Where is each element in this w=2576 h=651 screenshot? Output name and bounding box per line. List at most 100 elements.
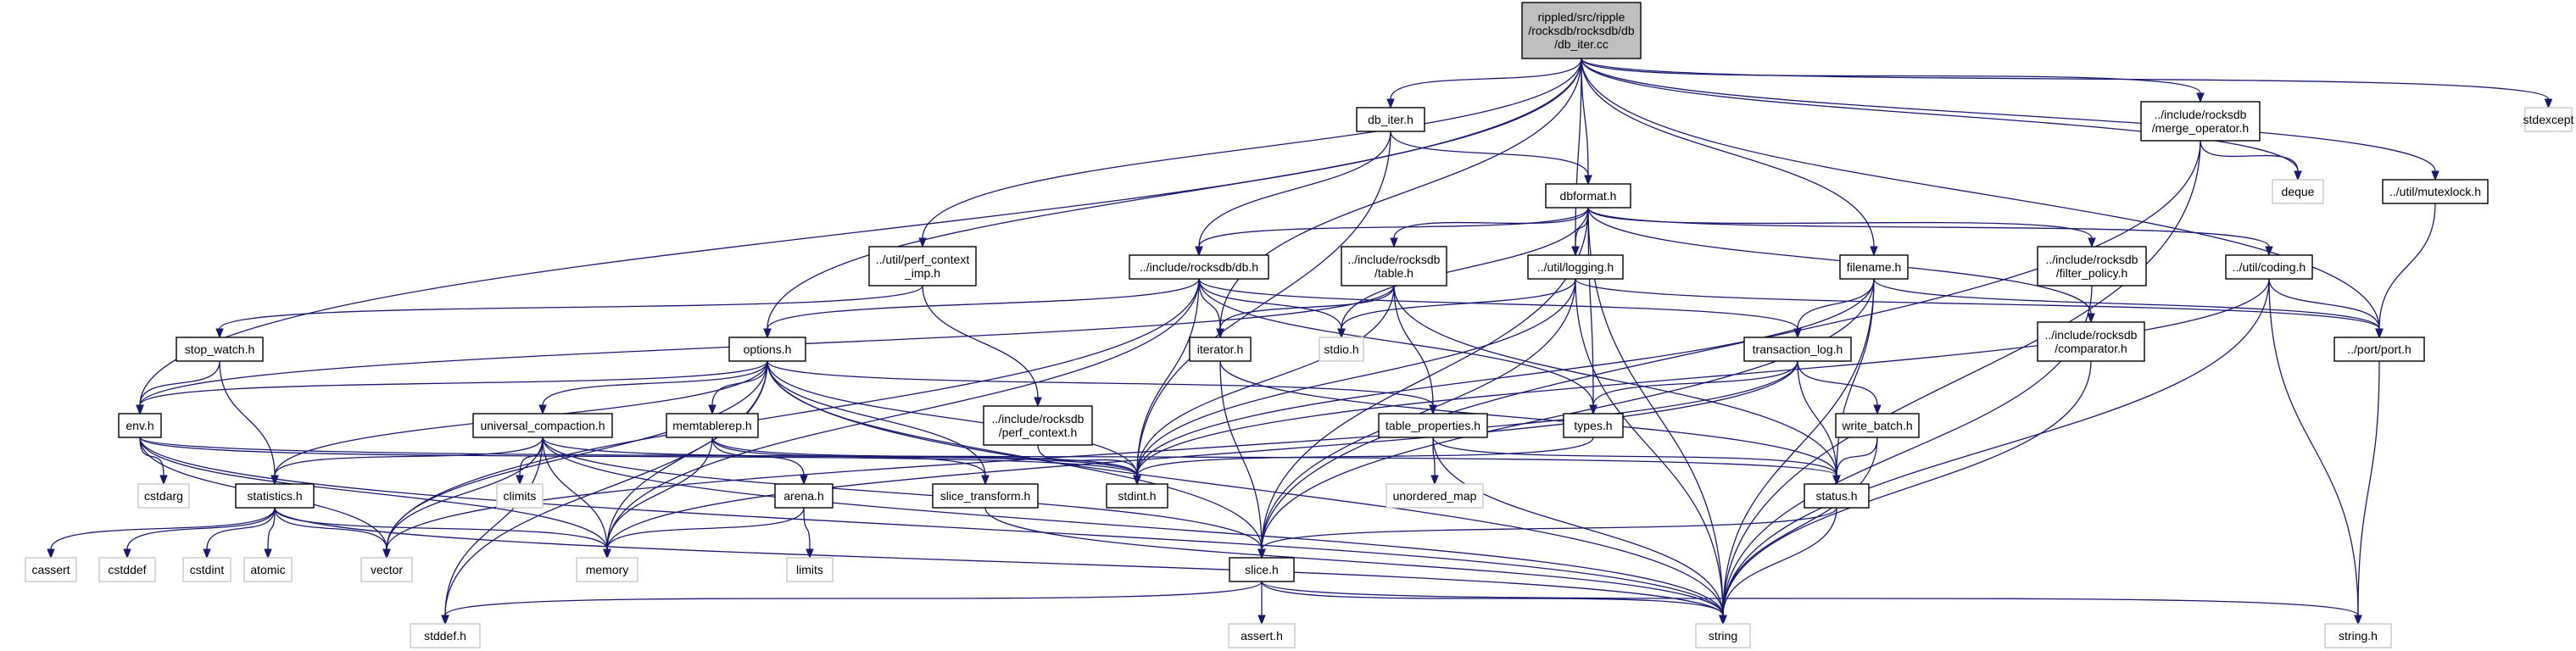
edge-arrowhead — [1386, 98, 1395, 109]
edge-transaction_log_h-to-memory — [603, 360, 1798, 559]
node-box — [1189, 337, 1252, 362]
edge-line — [274, 507, 388, 550]
edge-filter_policy_h-to-string — [1719, 285, 2093, 626]
node-arena-h[interactable]: arena.h — [774, 483, 834, 509]
node-label: ../util/logging.h — [1537, 260, 1614, 274]
node-box — [1521, 2, 1642, 59]
node-box — [983, 405, 1093, 446]
node-write-batch-h[interactable]: write_batch.h — [1835, 413, 1920, 438]
edge-coding_h-to-string — [1719, 278, 2270, 626]
node-statistics-h[interactable]: statistics.h — [235, 483, 315, 509]
node-coding-h[interactable]: ../util/coding.h — [2225, 254, 2313, 280]
node-box — [1545, 183, 1631, 209]
edge-slice_h-to-string — [1261, 581, 1727, 626]
node-include-table-h[interactable]: ../include/rocksdb/table.h — [1341, 246, 1447, 287]
node-box — [666, 413, 759, 438]
edge-root-to-merge_operator_h — [1581, 58, 2205, 103]
node-memtablerep-h[interactable]: memtablerep.h — [666, 413, 759, 438]
node-label: deque — [2282, 185, 2315, 198]
node-mutexlock-h[interactable]: ../util/mutexlock.h — [2382, 179, 2489, 204]
edge-line — [1432, 437, 1436, 476]
node-label: dbformat.h — [1560, 189, 1617, 203]
node-box — [243, 557, 293, 582]
edge-line — [1722, 278, 2270, 616]
edge-perf_context_imp_h-to-stop_watch_h — [215, 285, 923, 339]
edge-line — [1873, 278, 2380, 330]
edge-arrowhead — [1870, 246, 1878, 257]
node-filename-h[interactable]: filename.h — [1839, 254, 1909, 280]
node-unordered-map: unordered_map — [1386, 483, 1484, 509]
node-stdint-h[interactable]: stdint.h — [1106, 483, 1168, 509]
node-stop-watch-h[interactable]: stop_watch.h — [176, 337, 264, 362]
edge-line — [711, 437, 986, 476]
node-box — [235, 483, 315, 509]
edge-options_h-to-memtablerep_h — [708, 360, 768, 415]
node-box — [2140, 101, 2261, 142]
edge-line — [606, 437, 713, 550]
node-options-h[interactable]: options.h — [728, 337, 806, 362]
edge-write_batch_h-to-string — [1719, 437, 1878, 626]
node-box — [1835, 413, 1920, 438]
edge-line — [1198, 278, 1221, 330]
edge-line — [1198, 207, 1589, 248]
edge-arrowhead — [2354, 615, 2362, 626]
edge-line — [1136, 278, 1576, 476]
node-logging-h[interactable]: ../util/logging.h — [1527, 254, 1624, 280]
edge-db_iter_h-to-include_db_h — [1195, 131, 1391, 257]
node-label: write_batch.h — [1841, 419, 1912, 432]
node-types-h[interactable]: types.h — [1563, 413, 1624, 438]
node-slice-transform-h[interactable]: slice_transform.h — [932, 483, 1039, 509]
edge-line — [1136, 278, 1200, 476]
node-box — [176, 337, 264, 362]
node-box — [2382, 179, 2489, 204]
node-env-h[interactable]: env.h — [118, 413, 162, 438]
edge-line — [1797, 360, 1878, 406]
edge-arrowhead — [1133, 475, 1141, 486]
node-label: string — [1709, 629, 1737, 643]
edge-transaction_log_h-to-types_h — [1589, 360, 1798, 415]
edge-line — [1219, 360, 1263, 550]
edge-line — [1587, 207, 2270, 248]
node-label: stop_watch.h — [185, 342, 255, 356]
edge-line — [1432, 437, 1837, 476]
node-memory: memory — [576, 557, 638, 582]
node-label: stddef.h — [424, 629, 466, 643]
node-label: cstddef — [108, 563, 146, 576]
edge-line — [1722, 278, 1875, 616]
node-include-db-h[interactable]: ../include/rocksdb/db.h — [1129, 254, 1269, 280]
node-box — [1386, 483, 1484, 509]
edge-line — [1136, 278, 1875, 476]
edge-arrowhead — [800, 475, 808, 486]
node-universal-compaction-h[interactable]: universal_compaction.h — [472, 413, 613, 438]
node-merge-operator-h[interactable]: ../include/rocksdb/merge_operator.h — [2140, 101, 2261, 142]
node-iterator-h[interactable]: iterator.h — [1189, 337, 1252, 362]
edge-arrowhead — [1034, 397, 1042, 408]
node-limits: limits — [786, 557, 834, 582]
edge-line — [1581, 58, 2299, 172]
edge-arrowhead — [1430, 475, 1439, 486]
node-transaction-log-h[interactable]: transaction_log.h — [1743, 337, 1852, 362]
node-status-h[interactable]: status.h — [1804, 483, 1870, 509]
node-slice-h[interactable]: slice.h — [1229, 557, 1295, 582]
edge-port_h-to-string_h — [2354, 360, 2380, 626]
edge-line — [386, 360, 1798, 550]
edge-line — [386, 437, 544, 550]
node-port-h[interactable]: ../port/port.h — [2333, 337, 2425, 362]
edge-arrowhead — [1873, 404, 1882, 415]
node-box — [472, 413, 613, 438]
edge-line — [274, 507, 608, 550]
node-perf-context-imp-h[interactable]: ../util/perf_context_imp.h — [868, 246, 977, 287]
node-dbformat-h[interactable]: dbformat.h — [1545, 183, 1631, 209]
node-comparator-h[interactable]: ../include/rocksdb/comparator.h — [2037, 321, 2145, 362]
node-table-properties-h[interactable]: table_properties.h — [1378, 413, 1488, 438]
node-db-iter-h[interactable]: db_iter.h — [1356, 107, 1425, 132]
node-label: cstdarg — [144, 489, 183, 503]
node-label: string.h — [2339, 629, 2378, 643]
node-perf-context-h[interactable]: ../include/rocksdb/perf_context.h — [983, 405, 1093, 446]
node-filter-policy-h[interactable]: ../include/rocksdb/filter_policy.h — [2037, 246, 2147, 287]
edge-line — [1797, 278, 1875, 330]
edge-arrowhead — [2265, 246, 2273, 257]
edge-include_db_h-to-stdint_h — [1133, 278, 1200, 486]
node-box — [774, 483, 834, 509]
